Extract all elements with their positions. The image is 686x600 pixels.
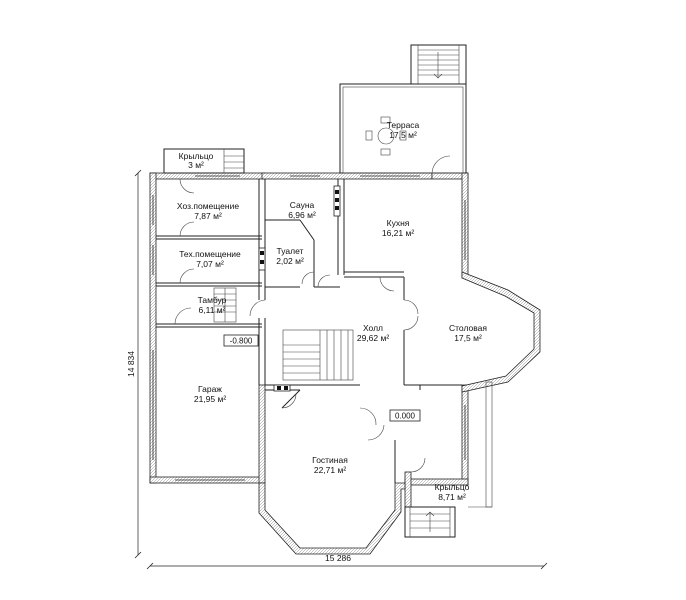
svg-text:14 834: 14 834 (126, 351, 136, 377)
dimension-width: 15 286 (146, 553, 548, 570)
door-swings (174, 178, 426, 473)
svg-text:Столовая: Столовая (449, 323, 487, 333)
level-marker-garage: -0.800 (223, 334, 259, 347)
room-label-utility-room: Хоз.помещение 7,87 м² (177, 201, 239, 221)
svg-text:15 286: 15 286 (325, 553, 351, 563)
exterior-walls (149, 172, 469, 508)
room-label-tambour: Тамбур 6,11 м² (198, 295, 227, 315)
svg-text:29,62 м²: 29,62 м² (357, 333, 389, 343)
tambour-stairs (213, 287, 237, 323)
room-label-dining: Столовая 17,5 м² (449, 323, 487, 343)
svg-text:Сауна: Сауна (290, 200, 315, 210)
svg-text:6,11 м²: 6,11 м² (199, 305, 226, 315)
room-label-hall: Холл 29,62 м² (357, 323, 389, 343)
svg-text:Гараж: Гараж (198, 384, 222, 394)
svg-text:8,71 м²: 8,71 м² (438, 492, 466, 502)
porch-bottom-right (404, 381, 493, 538)
svg-text:17,5 м²: 17,5 м² (389, 130, 417, 140)
svg-text:Кухня: Кухня (387, 218, 410, 228)
room-label-sauna: Сауна 6,96 м² (288, 200, 316, 220)
svg-text:3 м²: 3 м² (188, 160, 204, 170)
interior-walls (156, 179, 462, 483)
living-bay-wall (258, 482, 406, 555)
level-marker-main: 0.000 (389, 409, 421, 422)
room-label-terrace: Терраса 17,5 м² (387, 120, 420, 140)
dimension-height: 14 834 (126, 169, 142, 559)
svg-text:Холл: Холл (363, 323, 383, 333)
room-label-porch-small: Крыльцо 3 м² (179, 151, 214, 170)
dining-bay-wall (461, 271, 541, 393)
windows (152, 175, 466, 481)
room-label-tech-room: Тех.помещение 7,07 м² (179, 249, 241, 269)
hall-staircase (282, 329, 354, 381)
svg-text:7,07 м²: 7,07 м² (196, 259, 224, 269)
svg-text:0.000: 0.000 (395, 412, 416, 421)
svg-text:-0.800: -0.800 (230, 337, 253, 346)
svg-text:Гостиная: Гостиная (312, 455, 348, 465)
svg-text:16,21 м²: 16,21 м² (382, 228, 414, 238)
room-label-garage: Гараж 21,95 м² (194, 384, 226, 404)
terrace (339, 44, 467, 174)
svg-text:22,71 м²: 22,71 м² (314, 465, 346, 475)
room-label-toilet: Туалет 2,02 м² (276, 246, 304, 266)
sauna-stove (258, 185, 341, 392)
svg-text:2,02 м²: 2,02 м² (276, 256, 304, 266)
svg-text:21,95 м²: 21,95 м² (194, 394, 226, 404)
room-label-living-room: Гостиная 22,71 м² (312, 455, 348, 475)
svg-text:Крыльцо: Крыльцо (179, 151, 214, 161)
svg-text:7,87 м²: 7,87 м² (194, 211, 222, 221)
svg-text:17,5 м²: 17,5 м² (454, 333, 482, 343)
svg-text:Туалет: Туалет (277, 246, 304, 256)
room-label-kitchen: Кухня 16,21 м² (382, 218, 414, 238)
porch-top-left (163, 148, 245, 174)
room-label-porch-large: Крыльцо 8,71 м² (435, 482, 470, 502)
svg-text:Крыльцо: Крыльцо (435, 482, 470, 492)
svg-text:Тамбур: Тамбур (198, 295, 227, 305)
svg-text:Хоз.помещение: Хоз.помещение (177, 201, 239, 211)
svg-text:Тех.помещение: Тех.помещение (179, 249, 241, 259)
svg-text:Терраса: Терраса (387, 120, 420, 130)
svg-text:6,96 м²: 6,96 м² (288, 210, 316, 220)
